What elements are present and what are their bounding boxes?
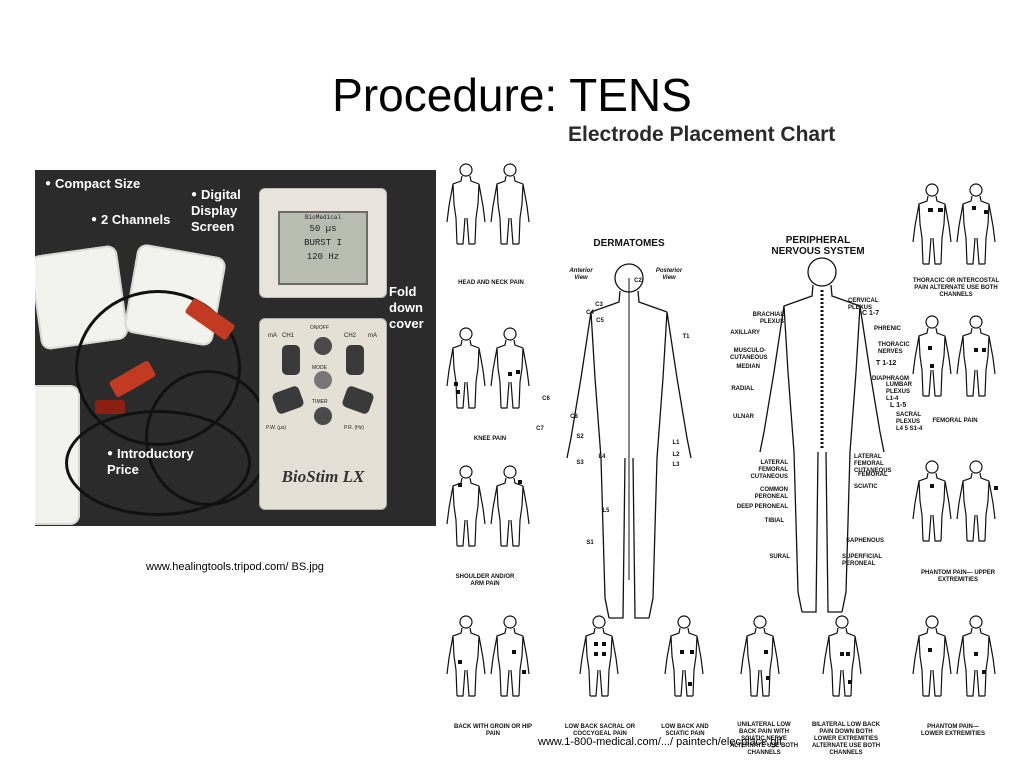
nerve-label-thoracic: THORACIC NERVES	[878, 342, 910, 355]
nerve-label-phrenic: PHRENIC	[874, 326, 902, 332]
derm-c8: C8	[570, 414, 578, 420]
nerve-label-lat-femoral-left: LATERAL FEMORAL CUTANEOUS	[750, 460, 788, 480]
nerve-label-saphenous: SAPHENOUS	[846, 538, 885, 544]
nerve-label-radial: RADIAL	[731, 386, 754, 392]
nerve-label-l15: L 1-5	[890, 402, 907, 409]
caption-phantom-lower: PHANTOM PAIN— LOWER EXTREMITIES	[920, 724, 985, 737]
ch1-label: CH1	[282, 333, 295, 339]
electrode-placement-chart: DERMATOMES Anterior View Posterior View …	[444, 150, 1006, 760]
lcd-rate: 120 Hz	[306, 252, 340, 262]
derm-l2: L2	[672, 452, 680, 458]
device-brand: BioStim LX	[281, 467, 365, 486]
label-fold-cover: Fold down cover	[389, 284, 424, 331]
ch2-label: CH2	[344, 333, 357, 339]
nerve-label-deep-peroneal: DEEP PERONEAL	[736, 504, 788, 510]
derm-s2: S2	[576, 434, 584, 440]
dermatomes-heading: DERMATOMES	[593, 238, 665, 249]
ch2-up-button[interactable]	[346, 345, 364, 375]
nerve-label-median: MEDIAN	[736, 364, 760, 370]
body-figures-drawing	[446, 163, 998, 697]
nerve-label-cervical: CERVICAL PLEXUS	[848, 298, 879, 311]
pw-label: P.W. (µs)	[266, 425, 287, 431]
mode-button[interactable]	[314, 371, 332, 389]
lcd-pulse-width: 50 µs	[309, 224, 337, 234]
label-digital-display: ●Digital Display Screen	[191, 187, 241, 234]
tens-unit: BioMedical 50 µs BURST I 120 Hz mA CH1 O…	[259, 188, 387, 510]
derm-c4: C4	[586, 310, 594, 316]
power-button[interactable]	[314, 337, 332, 355]
caption-head-neck: HEAD AND NECK PAIN	[458, 280, 524, 286]
derm-c2: C2	[634, 278, 642, 284]
derm-c3: C3	[595, 302, 603, 308]
derm-l5: L5	[602, 508, 610, 514]
nerve-label-sural: SURAL	[769, 554, 790, 560]
caption-sacral: LOW BACK SACRAL OR COCCYGEAL PAIN	[564, 724, 636, 737]
onoff-label: ON/OFF	[310, 325, 329, 331]
device-cover: BioMedical 50 µs BURST I 120 Hz	[259, 188, 387, 298]
nerve-label-diaphragm: DIAPHRAGM	[872, 376, 909, 382]
ma-label-2: mA	[368, 333, 377, 339]
slide-title: Procedure: TENS	[332, 69, 692, 121]
derm-l3: L3	[672, 462, 680, 468]
posterior-view-label: Posterior View	[655, 268, 683, 281]
caption-sciatic: LOW BACK AND SCIATIC PAIN	[661, 724, 709, 737]
nerve-label-musculo: MUSCULO-CUTANEOUS	[730, 348, 768, 361]
nerve-label-ulnar: ULNAR	[733, 414, 754, 420]
chart-caption: www.1-800-medical.com/.../ paintech/elec…	[538, 736, 782, 748]
caption-back-groin: BACK WITH GROIN OR HIP PAIN	[454, 724, 532, 737]
caption-bilateral: BILATERAL LOW BACK PAIN DOWN BOTH LOWER …	[811, 722, 881, 756]
pr-adjust-button[interactable]	[341, 384, 375, 416]
pr-label: P.R. (Hz)	[344, 425, 364, 431]
nerve-label-lumbar: LUMBAR PLEXUS L1-4	[886, 382, 912, 402]
nerve-label-superficial-peroneal: SUPERFICIAL PERONEAL	[842, 554, 882, 567]
ch1-up-button[interactable]	[282, 345, 300, 375]
nerve-label-sacral: SACRAL PLEXUS L4 5 S1-4	[896, 412, 923, 432]
caption-thoracic: THORACIC OR INTERCOSTAL PAIN ALTERNATE U…	[912, 278, 1000, 298]
derm-c7: C7	[536, 426, 544, 432]
derm-s1: S1	[586, 540, 594, 546]
ma-label: mA	[268, 333, 277, 339]
derm-c5: C5	[596, 318, 604, 324]
caption-femoral: FEMORAL PAIN	[932, 418, 978, 424]
derm-l4: L4	[598, 454, 606, 460]
nerve-label-axillary: AXILLARY	[730, 330, 760, 336]
nerve-label-femoral: FEMORAL	[858, 472, 888, 478]
nerve-label-c17: C 1-7	[862, 310, 880, 317]
derm-l1: L1	[672, 440, 680, 446]
pns-heading: PERIPHERAL NERVOUS SYSTEM	[771, 235, 865, 257]
caption-phantom-upper: PHANTOM PAIN— UPPER EXTREMITIES	[920, 570, 996, 583]
tens-device-photo: BioMedical 50 µs BURST I 120 Hz mA CH1 O…	[35, 170, 436, 526]
chart-title: Electrode Placement Chart	[568, 123, 836, 146]
lcd-brand: BioMedical	[304, 214, 341, 221]
derm-s3: S3	[576, 460, 584, 466]
caption-knee: KNEE PAIN	[473, 436, 507, 442]
nerve-label-brachial: BRACHIAL PLEXUS	[752, 312, 784, 325]
pw-adjust-button[interactable]	[271, 384, 305, 416]
device-body: mA CH1 ON/OFF CH2 mA MODE TIMER P.W. (µs…	[259, 318, 387, 510]
nerve-label-common-peroneal: COMMON PERONEAL	[754, 487, 788, 500]
lead-plug	[95, 400, 125, 414]
nerve-label-lat-femoral-right: LATERAL FEMORAL CUTANEOUS	[854, 454, 892, 474]
nerve-label-t112: T 1-12	[876, 360, 897, 367]
timer-button[interactable]	[314, 407, 332, 425]
label-2-channels: ●2 Channels	[91, 212, 171, 227]
timer-label: TIMER	[312, 399, 328, 405]
nerve-label-sciatic: SCIATIC	[854, 484, 878, 490]
caption-shoulder: SHOULDER AND/OR ARM PAIN	[455, 574, 515, 587]
photo-caption: www.healingtools.tripod.com/ BS.jpg	[146, 561, 324, 573]
label-compact-size: ●Compact Size	[45, 176, 141, 191]
lcd-mode: BURST I	[304, 238, 342, 248]
nerve-label-tibial: TIBIAL	[764, 518, 784, 524]
mode-label: MODE	[312, 365, 327, 371]
anterior-view-label: Anterior View	[569, 268, 593, 281]
lcd-screen: BioMedical 50 µs BURST I 120 Hz	[278, 211, 368, 285]
label-introductory-price: ●Introductory Price	[107, 446, 194, 477]
lead-wire	[65, 410, 251, 516]
derm-t1: T1	[682, 334, 690, 340]
caption-unilateral: UNILATERAL LOW BACK PAIN WITH SCIATIC NE…	[729, 722, 799, 756]
derm-c6: C6	[542, 396, 550, 402]
